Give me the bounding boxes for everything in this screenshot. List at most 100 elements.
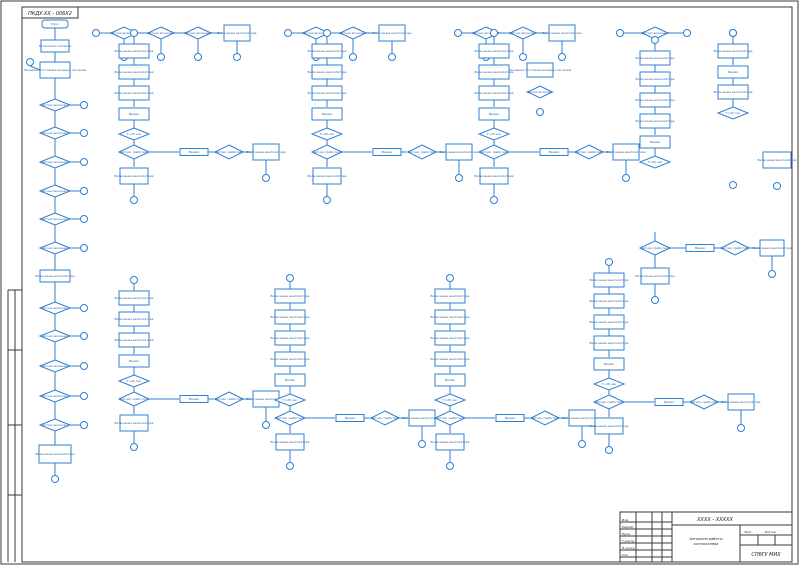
process-label: Включение вентилятора xyxy=(431,357,470,361)
process-label: Включение вентилятора xyxy=(590,320,629,324)
connector-circle xyxy=(80,392,88,400)
decision-label: Датчик включен? xyxy=(110,31,138,35)
process-label: Включение вентилятора xyxy=(636,56,675,60)
decision-label: Датчик сработал? xyxy=(531,416,560,420)
connector-circle xyxy=(455,174,463,182)
connector-circle xyxy=(262,421,270,429)
connector-circle xyxy=(490,196,498,204)
connector-circle xyxy=(651,296,659,304)
connector-circle xyxy=(388,53,396,61)
connector-circle xyxy=(605,446,613,454)
decision-label: Датчик сработал? xyxy=(276,416,305,420)
decision-label: Датчик включен? xyxy=(41,246,69,250)
process-label: Включение вентилятора xyxy=(247,150,286,154)
decision-label: Датчик сработал? xyxy=(371,416,400,420)
connector-circle xyxy=(80,129,88,137)
process-label: Включение вентилятора xyxy=(636,98,675,102)
process-box xyxy=(762,151,792,169)
decision-diamond xyxy=(638,155,672,169)
process-label: Время xyxy=(129,359,139,363)
decision-label: Датчик сработал? xyxy=(575,150,604,154)
stamp-row-label: Н.контр. xyxy=(622,546,635,550)
connector-circle xyxy=(80,244,88,252)
decision-label: Датчик включен? xyxy=(41,364,69,368)
stamp-row-label: Изм. xyxy=(622,518,629,522)
connector-circle xyxy=(578,440,586,448)
decision-label: Т>20 сек xyxy=(319,132,335,136)
process-label: Время xyxy=(189,397,199,401)
connector-circle xyxy=(80,101,88,109)
decision-label: Датчик сработал? xyxy=(120,397,149,401)
connector-circle xyxy=(233,53,241,61)
process-label: Время xyxy=(650,140,660,144)
process-label: Включение вентилятора xyxy=(431,294,470,298)
process-label: Проверка состояния входных сигналов xyxy=(24,68,87,72)
process-label: Включение вентилятора xyxy=(308,70,347,74)
decision-label: Датчик сработал? xyxy=(480,150,509,154)
process-label: Время xyxy=(728,70,738,74)
process-label: Время xyxy=(129,112,139,116)
connector-circle xyxy=(729,181,737,189)
connector-circle xyxy=(262,174,270,182)
decision-label: Датчик включен? xyxy=(526,90,554,94)
top-code: ПКДУ.ХХ - 006Х2 xyxy=(28,11,72,17)
connector-circle xyxy=(80,362,88,370)
process-label: Включение вентилятора xyxy=(722,400,761,404)
process-label: Включение вентилятора xyxy=(271,357,310,361)
process-label: Время xyxy=(695,246,705,250)
decision-label: Т>20 сек xyxy=(126,132,142,136)
connector-circle xyxy=(446,274,454,282)
decision-diamond xyxy=(213,144,245,160)
sheets-label: Листов xyxy=(764,530,775,534)
process-label: Включение вентилятора xyxy=(115,49,154,53)
process-label: Включение вентилятора xyxy=(115,174,154,178)
decision-label: Датчик включен? xyxy=(41,160,69,164)
process-label: Включение вентилятора xyxy=(308,49,347,53)
sheet-label: Лист xyxy=(744,530,752,534)
connector-circle xyxy=(130,29,138,37)
decision-label: Датчик сработал? xyxy=(690,400,719,404)
decision-label: Датчик включен? xyxy=(184,31,212,35)
connector-circle xyxy=(130,276,138,284)
connector-circle xyxy=(683,29,691,37)
decision-label: Датчик включен? xyxy=(641,31,669,35)
process-label: Время xyxy=(189,150,199,154)
process-label: Включение вентилятора xyxy=(440,150,479,154)
process-label: Включение вентилятора xyxy=(271,315,310,319)
inner-frame xyxy=(21,6,793,563)
decision-diamond xyxy=(526,85,554,99)
decision-diamond xyxy=(688,394,720,410)
decision-diamond xyxy=(529,410,561,426)
process-label: Включение вентилятора xyxy=(714,49,753,53)
process-label: Время xyxy=(382,150,392,154)
decision-label: Датчик сработал? xyxy=(641,246,670,250)
decision-diamond xyxy=(716,106,750,120)
process-label: Включение вентилятора xyxy=(475,91,514,95)
decision-diamond xyxy=(369,410,401,426)
process-label: Включение вентилятора xyxy=(247,397,286,401)
stamp-row-label: Т.контр. xyxy=(621,539,635,543)
connector-circle xyxy=(284,29,292,37)
process-label: Включение вентилятора xyxy=(271,440,310,444)
process-label: Время xyxy=(445,378,455,382)
process-label: Включение вентилятора xyxy=(373,31,412,35)
connector-circle xyxy=(768,270,776,278)
process-label: Включение вентилятора xyxy=(308,91,347,95)
decision-label: Датчик сработал? xyxy=(215,150,244,154)
decision-label: Датчик включен? xyxy=(472,31,500,35)
binding-strip xyxy=(7,289,22,562)
title-block: Изм.Разраб.Пров.Т.контр.Н.контр.Утв. ХХХ… xyxy=(619,511,793,563)
process-box xyxy=(526,62,554,78)
process-label: Включение вентилятора xyxy=(431,315,470,319)
connector-circle xyxy=(622,174,630,182)
connector-circle xyxy=(418,440,426,448)
connector-circle xyxy=(490,29,498,37)
process-label: Время xyxy=(285,378,295,382)
process-label: Включение вентилятора xyxy=(431,440,470,444)
process-label: Включение вентилятора xyxy=(590,278,629,282)
connector-circle xyxy=(130,443,138,451)
connector-circle xyxy=(773,182,781,190)
